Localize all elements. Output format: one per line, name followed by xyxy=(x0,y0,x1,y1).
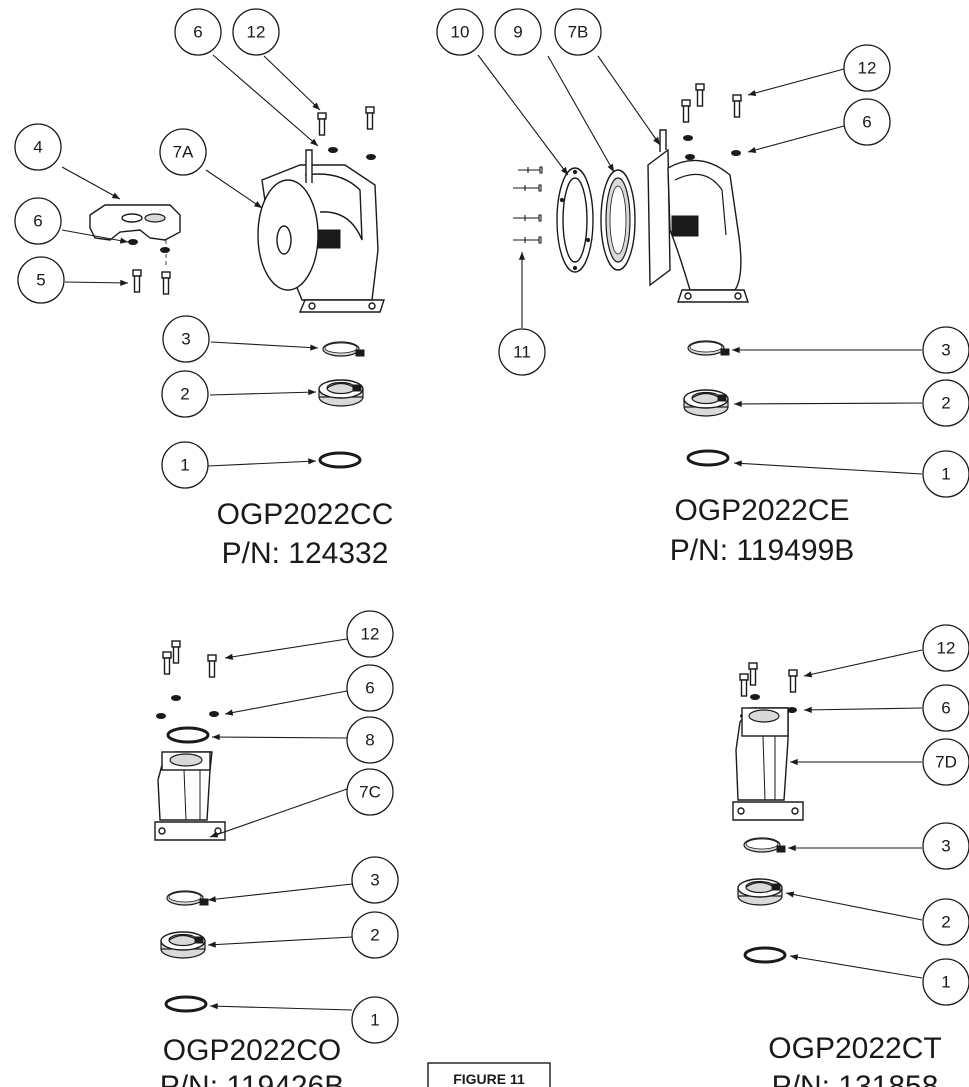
svg-text:1: 1 xyxy=(941,465,950,484)
callout-6: 6 xyxy=(14,197,62,245)
callout-6: 6 xyxy=(174,8,222,56)
svg-text:12: 12 xyxy=(858,59,877,78)
model-name: OGP2022CO xyxy=(163,1034,341,1067)
callout-2: 2 xyxy=(922,379,969,427)
body-7c-part xyxy=(154,751,226,841)
svg-text:9: 9 xyxy=(513,23,522,42)
svg-text:2: 2 xyxy=(180,385,189,404)
callout-9: 9 xyxy=(494,8,542,56)
callout-3: 3 xyxy=(162,315,210,363)
flange-9-part xyxy=(600,169,636,271)
callout-3: 3 xyxy=(922,822,969,870)
callout-2: 2 xyxy=(351,911,399,959)
callout-7d: 7D xyxy=(922,738,969,786)
svg-text:2: 2 xyxy=(941,913,950,932)
model-name: OGP2022CC xyxy=(217,498,394,531)
svg-text:6: 6 xyxy=(33,212,42,231)
callout-1: 1 xyxy=(351,996,399,1044)
part-number: P/N: 131858 xyxy=(772,1070,939,1087)
callout-2: 2 xyxy=(922,898,969,946)
gasket-10-part xyxy=(556,167,594,273)
rivets-11-part xyxy=(513,166,543,244)
svg-text:4: 4 xyxy=(33,138,42,157)
svg-text:10: 10 xyxy=(451,23,470,42)
svg-text:3: 3 xyxy=(370,871,379,890)
svg-text:6: 6 xyxy=(941,699,950,718)
callout-12: 12 xyxy=(346,610,394,658)
svg-text:8: 8 xyxy=(365,731,374,750)
part-number: P/N: 119426B xyxy=(160,1070,345,1087)
part-number: P/N: 124332 xyxy=(222,537,389,570)
callout-1: 1 xyxy=(161,441,209,489)
model-name: OGP2022CT xyxy=(768,1032,941,1065)
callout-1: 1 xyxy=(922,958,969,1006)
svg-text:3: 3 xyxy=(941,341,950,360)
svg-text:1: 1 xyxy=(941,973,950,992)
callout-6: 6 xyxy=(346,664,394,712)
body-7a-part xyxy=(257,149,385,313)
assembly-cc: 6 12 4 7A 6 5 3 2 1 OGP2022CC P/N: 12433… xyxy=(14,8,394,570)
svg-text:2: 2 xyxy=(941,394,950,413)
svg-text:1: 1 xyxy=(180,456,189,475)
assembly-ct: 12 6 7D 3 2 1 OGP2022CT P/N: 131858 xyxy=(732,624,969,1087)
svg-text:11: 11 xyxy=(513,343,531,362)
body-7b-part xyxy=(647,129,749,303)
svg-text:2: 2 xyxy=(370,926,379,945)
svg-text:6: 6 xyxy=(193,23,202,42)
svg-text:3: 3 xyxy=(941,837,950,856)
assembly-ce: 10 9 7B 12 6 11 3 2 1 OGP2022CE P/N: 119… xyxy=(436,8,969,567)
callout-6: 6 xyxy=(922,684,969,732)
svg-text:1: 1 xyxy=(370,1011,379,1030)
svg-text:12: 12 xyxy=(247,23,266,42)
callout-8: 8 xyxy=(346,716,394,764)
svg-text:12: 12 xyxy=(937,639,956,658)
svg-text:6: 6 xyxy=(365,679,374,698)
callout-11: 11 xyxy=(498,328,546,376)
assembly-co: 12 6 8 7C 3 2 1 OGP2022CO P/N: 119426B xyxy=(154,610,399,1087)
model-name: OGP2022CE xyxy=(674,494,849,527)
callout-5: 5 xyxy=(17,256,65,304)
callout-7a: 7A xyxy=(159,128,207,176)
svg-text:FIGURE 11: FIGURE 11 xyxy=(453,1071,525,1087)
svg-text:7C: 7C xyxy=(359,783,381,802)
callout-12: 12 xyxy=(922,624,969,672)
callout-7c: 7C xyxy=(346,768,394,816)
callout-1: 1 xyxy=(922,450,969,498)
svg-text:7D: 7D xyxy=(935,753,957,772)
svg-text:12: 12 xyxy=(361,625,380,644)
callout-3: 3 xyxy=(922,326,969,374)
bracket-4-part xyxy=(89,204,181,241)
figure-label: FIGURE 11 xyxy=(427,1062,551,1087)
body-7d-part xyxy=(732,707,804,821)
svg-text:7B: 7B xyxy=(568,23,589,42)
callout-3: 3 xyxy=(351,856,399,904)
callout-2: 2 xyxy=(161,370,209,418)
callout-6: 6 xyxy=(843,98,891,146)
svg-text:3: 3 xyxy=(181,330,190,349)
svg-text:7A: 7A xyxy=(173,143,194,162)
callout-10: 10 xyxy=(436,8,484,56)
svg-text:6: 6 xyxy=(862,113,871,132)
callout-12: 12 xyxy=(232,8,280,56)
svg-text:5: 5 xyxy=(36,271,45,290)
callout-4: 4 xyxy=(14,123,62,171)
part-number: P/N: 119499B xyxy=(670,534,855,567)
callout-12: 12 xyxy=(843,44,891,92)
callout-7b: 7B xyxy=(554,8,602,56)
